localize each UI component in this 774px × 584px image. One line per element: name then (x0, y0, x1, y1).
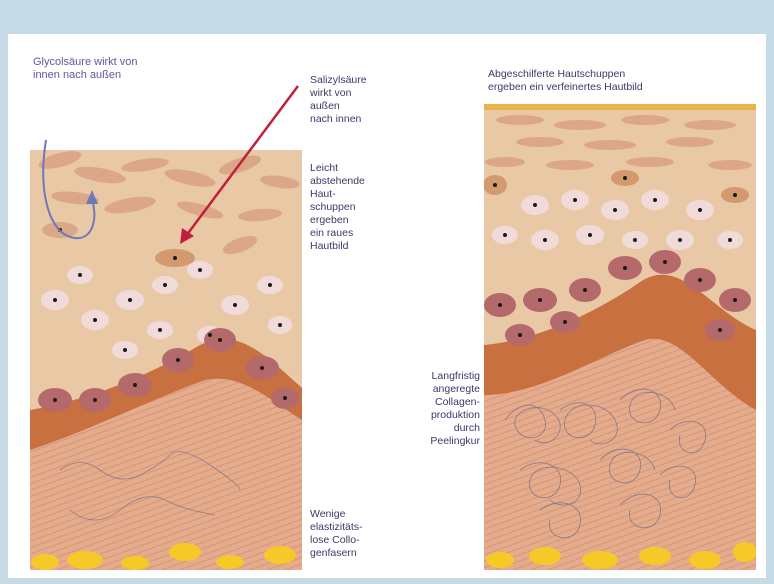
right-skin-section (483, 104, 757, 570)
refined-skin-label: Abgeschilferte Hautschuppen ergeben ein … (488, 68, 728, 94)
few-collagen-label: Wenige elastizitäts- lose Collo- genfase… (310, 508, 400, 560)
rough-skin-label: Leicht abstehende Haut- schuppen ergeben… (310, 162, 400, 253)
collagen-production-label: Langfristig angeregte Collagen- produkti… (402, 370, 480, 448)
left-skin-section (30, 148, 302, 570)
salicylic-acid-label: Salizylsäure wirkt von außen nach innen (310, 74, 400, 126)
glycolic-acid-label: Glycolsäure wirkt von innen nach außen (33, 56, 213, 82)
